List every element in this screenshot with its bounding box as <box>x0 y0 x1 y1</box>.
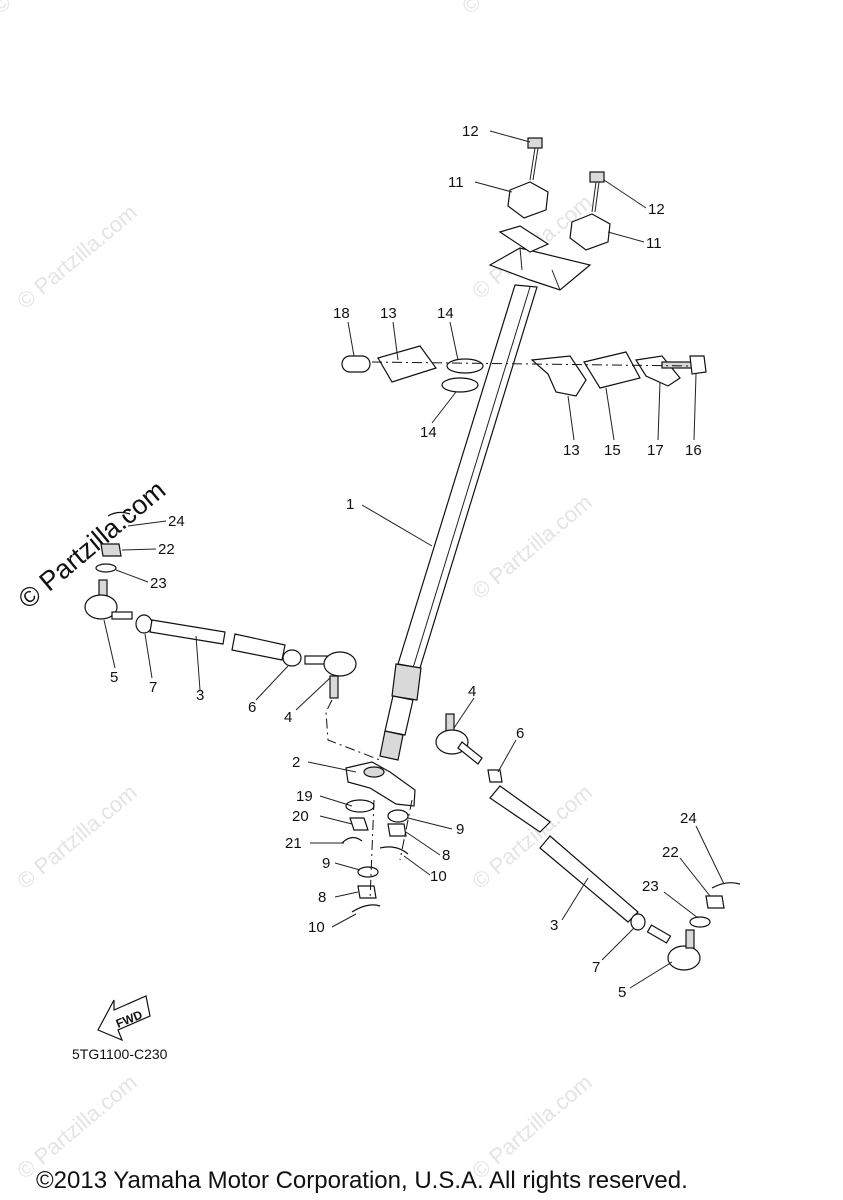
fwd-arrow-icon: FWD <box>97 995 151 1042</box>
callout-18: 18 <box>333 305 350 322</box>
callout-22: 22 <box>662 844 679 861</box>
callout-14: 14 <box>437 305 454 322</box>
callout-16: 16 <box>685 442 702 459</box>
watermark-text: © Partzilla.com <box>457 0 587 19</box>
callout-15: 15 <box>604 442 621 459</box>
callout-labels: 12 11 12 11 18 13 14 14 13 15 17 16 1 24… <box>110 123 702 1001</box>
callout-8: 8 <box>318 889 326 906</box>
watermark-text: © Partzilla.com <box>12 779 142 893</box>
right-tie-rod <box>435 713 741 971</box>
callout-4: 4 <box>284 709 292 726</box>
callout-9: 9 <box>322 855 330 872</box>
watermarks: © Partzilla.com © Partzilla.com © Partzi… <box>0 0 597 1184</box>
callout-9: 9 <box>456 821 464 838</box>
callout-7: 7 <box>149 679 157 696</box>
callout-19: 19 <box>296 788 313 805</box>
callout-17: 17 <box>647 442 664 459</box>
handlebar-holders <box>507 137 611 251</box>
callout-6: 6 <box>516 725 524 742</box>
callout-7: 7 <box>592 959 600 976</box>
callout-3: 3 <box>550 917 558 934</box>
watermark-logo: © Partzilla.com <box>13 475 172 615</box>
callout-8: 8 <box>442 847 450 864</box>
callout-3: 3 <box>196 687 204 704</box>
pitman-arm-assembly <box>341 761 416 913</box>
callout-12: 12 <box>462 123 479 140</box>
callout-4: 4 <box>468 683 476 700</box>
callout-24: 24 <box>680 810 697 827</box>
diagram-code: 5TG1100-C230 <box>72 1046 168 1062</box>
callout-13: 13 <box>380 305 397 322</box>
callout-11: 11 <box>646 235 662 252</box>
callout-14: 14 <box>420 424 437 441</box>
copyright-notice: ©2013 Yamaha Motor Corporation, U.S.A. A… <box>36 1167 688 1194</box>
watermark-text: © Partzilla.com <box>0 0 117 19</box>
steering-shaft <box>379 225 592 761</box>
callout-12: 12 <box>648 201 665 218</box>
callout-1: 1 <box>346 496 354 513</box>
callout-23: 23 <box>150 575 167 592</box>
left-tie-rod <box>84 511 381 761</box>
callout-6: 6 <box>248 699 256 716</box>
callout-10: 10 <box>430 868 447 885</box>
callout-5: 5 <box>110 669 118 686</box>
callout-13: 13 <box>563 442 580 459</box>
callout-20: 20 <box>292 808 309 825</box>
callout-24: 24 <box>168 513 185 530</box>
upper-mount-parts <box>341 345 707 397</box>
callout-10: 10 <box>308 919 325 936</box>
callout-2: 2 <box>292 754 300 771</box>
leader-lines <box>103 130 725 989</box>
callout-22: 22 <box>158 541 175 558</box>
watermark-text: © Partzilla.com <box>467 489 597 603</box>
watermark-text: © Partzilla.com <box>12 199 142 313</box>
callout-23: 23 <box>642 878 659 895</box>
callout-21: 21 <box>285 835 302 852</box>
callout-5: 5 <box>618 984 626 1001</box>
callout-11: 11 <box>448 174 464 191</box>
